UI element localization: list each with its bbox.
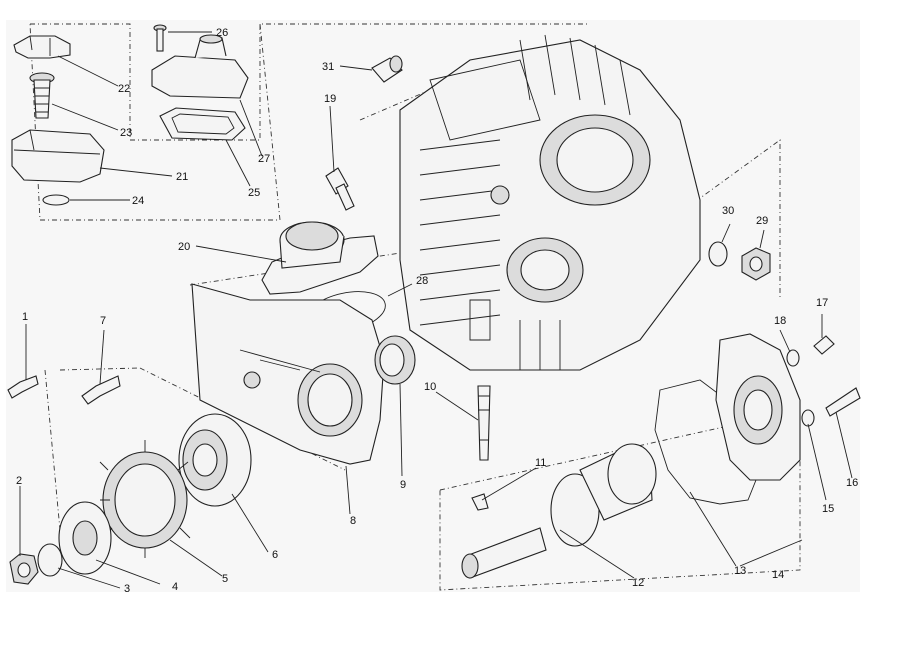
- part-26-screw: [153, 24, 167, 52]
- part-13-gasket: [654, 379, 761, 505]
- group-frame-head: [359, 89, 781, 301]
- part-5-gear: [99, 440, 191, 558]
- label-4: 4: [172, 581, 178, 593]
- label-26: 26: [216, 27, 228, 39]
- part-17-screw: [813, 335, 835, 355]
- part-27-cover: [151, 34, 249, 99]
- label-31: 31: [322, 61, 334, 73]
- label-7: 7: [100, 315, 106, 327]
- leader-lines: [19, 31, 853, 589]
- label-27: 27: [258, 153, 270, 165]
- part-15-washer: [801, 409, 815, 427]
- part-24-washer: [42, 194, 70, 206]
- label-23: 23: [120, 127, 132, 139]
- group-frame-breather: [29, 23, 590, 221]
- part-23-bolt: [29, 72, 55, 119]
- part-6-pulley: [178, 413, 252, 507]
- label-6: 6: [272, 549, 278, 561]
- label-2: 2: [16, 475, 22, 487]
- part-11-key: [471, 493, 489, 511]
- label-1: 1: [22, 311, 28, 323]
- label-9: 9: [400, 479, 406, 491]
- label-18: 18: [774, 315, 786, 327]
- part-12-camshaft: [461, 443, 657, 579]
- group-frame-gear: [44, 367, 346, 531]
- part-16-screw: [825, 387, 861, 417]
- label-25: 25: [248, 187, 260, 199]
- part-4-plate: [58, 501, 112, 575]
- part-14-cover: [715, 333, 801, 481]
- part-2-nut: [9, 553, 39, 585]
- label-20: 20: [178, 241, 190, 253]
- part-25-gasket: [159, 107, 246, 141]
- part-7-screw: [81, 375, 121, 405]
- part-21-breather-body: [11, 129, 105, 183]
- label-3: 3: [124, 583, 130, 595]
- label-17: 17: [816, 297, 828, 309]
- part-20-intake-flange: [261, 221, 379, 295]
- label-14: 14: [772, 569, 784, 581]
- part-18-washer: [786, 349, 800, 367]
- group-frame-camshaft: [439, 409, 801, 591]
- part-8-belt-cover: [191, 283, 385, 465]
- cylinder-head: [399, 34, 701, 371]
- part-22-clip: [13, 35, 71, 59]
- label-11: 11: [535, 457, 546, 469]
- part-1-screw: [7, 375, 39, 399]
- label-29: 29: [756, 215, 768, 227]
- label-5: 5: [222, 573, 228, 585]
- part-3-washer: [37, 543, 63, 577]
- label-19: 19: [324, 93, 336, 105]
- label-13: 13: [734, 565, 746, 577]
- label-21: 21: [176, 171, 188, 183]
- label-15: 15: [822, 503, 834, 515]
- label-12: 12: [632, 577, 644, 589]
- part-30-washer: [708, 241, 728, 267]
- part-31-dowel: [371, 55, 403, 83]
- label-22: 22: [118, 83, 130, 95]
- label-16: 16: [846, 477, 858, 489]
- label-30: 30: [722, 205, 734, 217]
- part-10-stud: [477, 385, 491, 461]
- part-29-nut: [741, 247, 771, 281]
- label-24: 24: [132, 195, 144, 207]
- label-28: 28: [416, 275, 428, 287]
- label-10: 10: [424, 381, 436, 393]
- part-9-seal: [374, 335, 416, 385]
- callout-labels: 1 2 3 4 5 6 7 8 9 10 11 12 13 14 15 16 1…: [16, 27, 858, 595]
- label-8: 8: [350, 515, 356, 527]
